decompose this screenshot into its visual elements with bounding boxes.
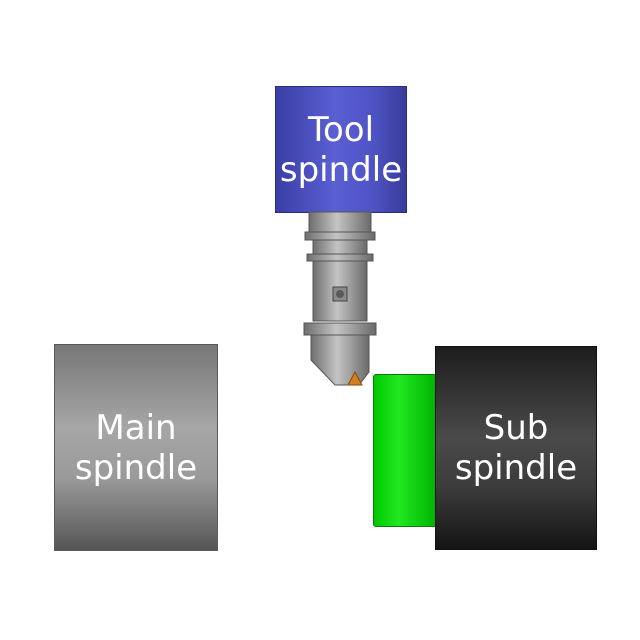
holder-taper [308, 211, 372, 233]
holder-shank [310, 334, 370, 386]
holder-ring [304, 231, 376, 241]
sub-spindle-label-line1: Sub [483, 408, 549, 448]
clamp-screw-head [336, 290, 344, 298]
tool-spindle-label-line1: Tool [307, 109, 375, 150]
sub-spindle-chuck [373, 374, 437, 527]
sub-spindle-label-line2: spindle [454, 448, 578, 488]
tool-spindle: Tool spindle [275, 86, 407, 213]
tool-spindle-label: Tool spindle [276, 110, 406, 190]
holder-flange [303, 322, 377, 336]
cutting-insert [347, 370, 363, 386]
tool-spindle-label-line2: spindle [279, 149, 403, 190]
main-spindle-label-line1: Main [95, 407, 177, 448]
sub-spindle: Sub spindle [435, 346, 597, 550]
sub-spindle-label: Sub spindle [436, 408, 596, 488]
main-spindle-label-line2: spindle [74, 447, 198, 488]
main-spindle-label: Main spindle [55, 408, 217, 488]
tool-holder [303, 211, 377, 386]
holder-neck [312, 239, 368, 255]
holder-ring-2 [306, 253, 374, 262]
main-spindle: Main spindle [54, 344, 218, 551]
